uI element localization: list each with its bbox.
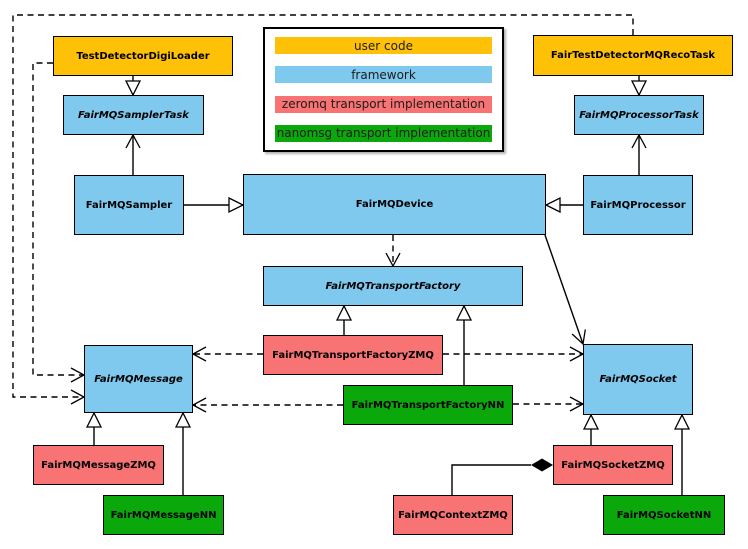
- node-fairmqmessagezmq: FairMQMessageZMQ: [33, 445, 164, 485]
- legend-item-nanomsg: nanomsg transport implementation: [275, 124, 492, 142]
- legend: user code framework zeromq transport imp…: [263, 27, 504, 152]
- node-testdetectordigiloader: TestDetectorDigiLoader: [53, 36, 233, 76]
- node-fairmqmessagenn: FairMQMessageNN: [103, 495, 224, 535]
- node-fairmqprocessortask: FairMQProcessorTask: [574, 95, 704, 135]
- edge-digiloader-message-dashed: [32, 62, 86, 383]
- node-fairmqsocketzmq: FairMQSocketZMQ: [553, 445, 673, 485]
- node-fairtestdetectormqrecotask: FairTestDetectorMQRecoTask: [533, 35, 733, 76]
- node-fairmqtransportfactory: FairMQTransportFactory: [263, 266, 523, 306]
- edge-contextzmq-socketzmq: [451, 464, 531, 495]
- edge-recotask-message-dashed: [12, 14, 634, 405]
- node-fairmqtransportfactorynn: FairMQTransportFactoryNN: [343, 385, 513, 425]
- node-fairmqsamplertask: FairMQSamplerTask: [63, 95, 204, 135]
- node-fairmqsocketnn: FairMQSocketNN: [603, 495, 725, 535]
- node-fairmqdevice: FairMQDevice: [243, 174, 546, 235]
- node-fairmqprocessor: FairMQProcessor: [583, 175, 693, 235]
- legend-item-framework: framework: [275, 66, 492, 84]
- composition-diamond-icon: [531, 458, 553, 472]
- node-fairmqtransportfactoryzmq: FairMQTransportFactoryZMQ: [263, 335, 443, 375]
- node-fairmqmessage: FairMQMessage: [84, 345, 193, 413]
- node-fairmqsocket: FairMQSocket: [583, 344, 693, 415]
- edge-device-socket: [544, 234, 586, 346]
- legend-item-zeromq: zeromq transport implementation: [275, 95, 492, 113]
- legend-item-user-code: user code: [275, 37, 492, 54]
- node-fairmqcontextzmq: FairMQContextZMQ: [393, 495, 513, 535]
- node-fairmqsampler: FairMQSampler: [74, 175, 184, 235]
